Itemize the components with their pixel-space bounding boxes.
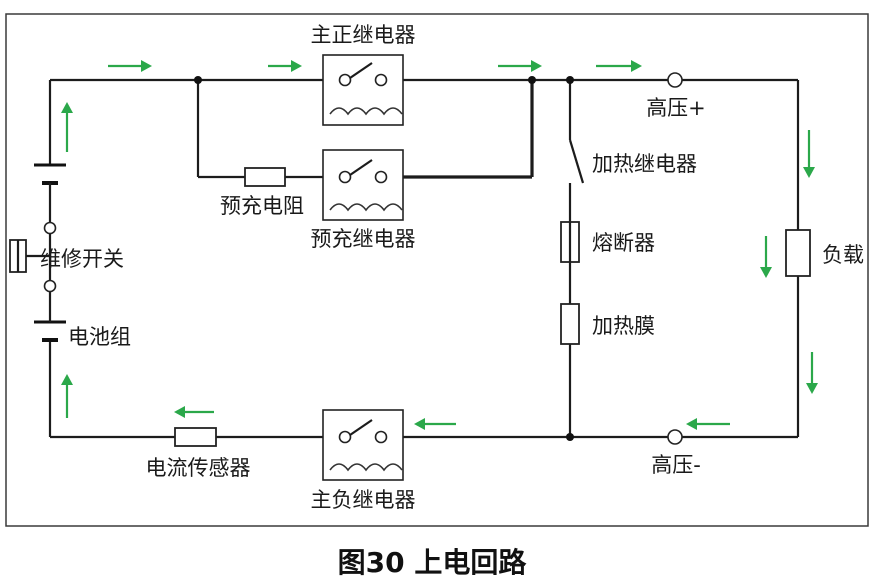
battery-pack-symbol (34, 163, 66, 342)
arrow-left-icon (414, 418, 456, 430)
current-flow-arrows (61, 60, 818, 430)
precharge-resistor-label: 预充电阻 (220, 194, 304, 218)
precharge-relay-symbol (322, 149, 404, 221)
hv-negative-terminal (667, 429, 683, 445)
fuse-symbol (560, 221, 580, 263)
diagram-border (5, 13, 869, 527)
arrow-right-icon (108, 60, 152, 72)
arrow-down-icon (760, 236, 772, 278)
figure-caption: 图30 上电回路 (338, 546, 528, 579)
hv-positive-label: 高压+ (646, 96, 706, 120)
service-switch-label: 维修开关 (40, 247, 124, 271)
fuse-label: 熔断器 (592, 231, 655, 255)
load-label: 负载 (822, 243, 864, 267)
wires (48, 78, 800, 439)
service-switch-symbol (9, 221, 57, 293)
heating-relay-label: 加热继电器 (592, 152, 697, 176)
main-positive-relay-label: 主正继电器 (311, 23, 416, 47)
arrow-left-icon (686, 418, 730, 430)
arrow-down-icon (806, 352, 818, 394)
arrow-down-icon (803, 130, 815, 178)
main-positive-relay-symbol (322, 54, 404, 126)
arrow-up-icon (61, 102, 73, 152)
current-sensor-symbol (174, 427, 217, 447)
hv-negative-label: 高压- (651, 453, 701, 477)
arrow-right-icon (596, 60, 642, 72)
arrow-right-icon (268, 60, 302, 72)
heating-film-symbol (560, 303, 580, 345)
arrow-up-icon (61, 374, 73, 418)
heating-film-label: 加热膜 (592, 314, 655, 338)
load-symbol (785, 229, 811, 277)
arrow-right-icon (498, 60, 542, 72)
main-negative-relay-label: 主负继电器 (311, 488, 416, 512)
battery-pack-label: 电池组 (68, 325, 131, 349)
main-negative-relay-symbol (322, 409, 404, 481)
hv-positive-terminal (667, 72, 683, 88)
junction-nodes (194, 76, 574, 441)
arrow-left-icon (174, 406, 214, 418)
precharge-resistor-symbol (244, 167, 286, 187)
precharge-relay-label: 预充继电器 (311, 227, 416, 251)
current-sensor-label: 电流传感器 (146, 456, 251, 480)
